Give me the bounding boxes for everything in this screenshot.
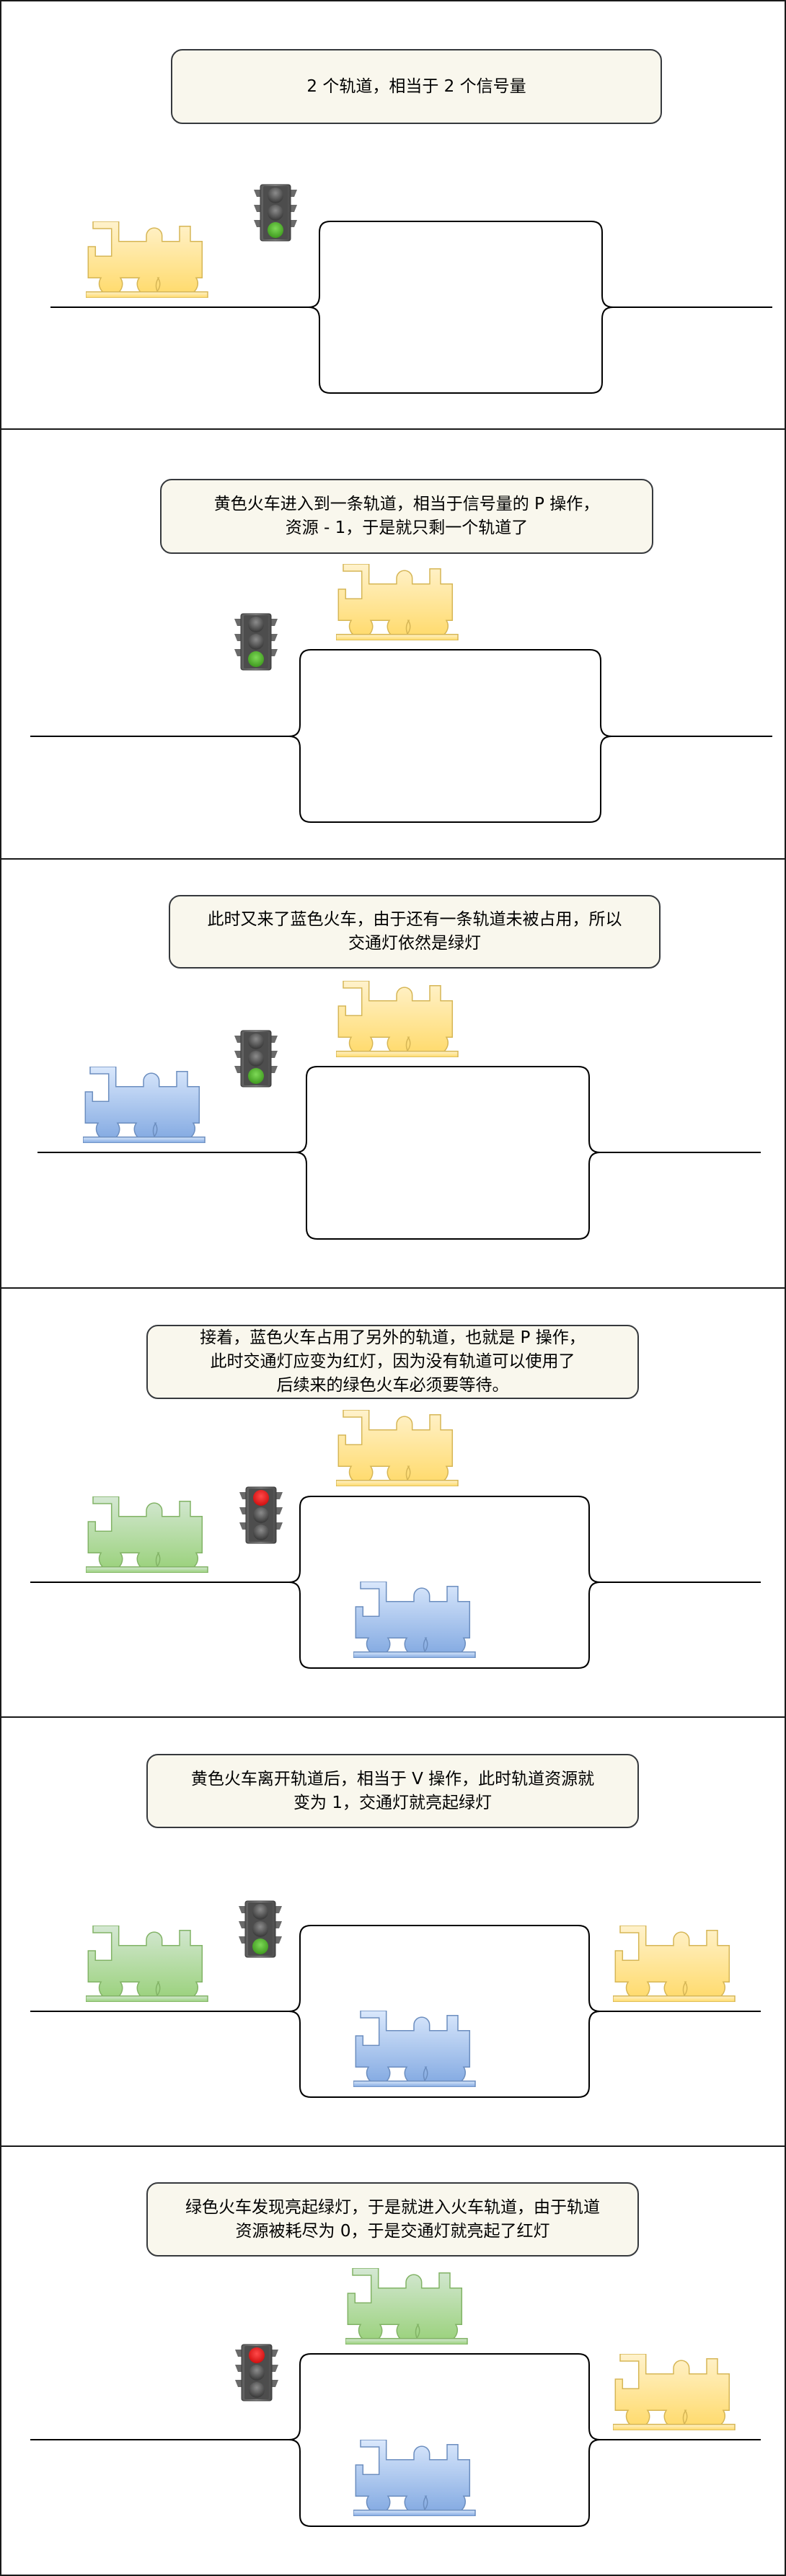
panel-divider	[0, 428, 786, 430]
track-network	[50, 221, 772, 394]
track-network	[30, 1496, 761, 1669]
caption-box: 接着，蓝色火车占用了另外的轨道，也就是 P 操作， 此时交通灯应变为红灯，因为没…	[146, 1325, 639, 1399]
caption-text: 黄色火车离开轨道后，相当于 V 操作，此时轨道资源就 变为 1，交通灯就亮起绿灯	[190, 1769, 595, 1812]
track-scene	[30, 649, 772, 823]
panel-divider	[0, 1716, 786, 1718]
panel-1: 2 个轨道，相当于 2 个信号量	[0, 0, 786, 430]
track-network	[30, 649, 772, 823]
caption-text: 接着，蓝色火车占用了另外的轨道，也就是 P 操作， 此时交通灯应变为红灯，因为没…	[200, 1328, 586, 1395]
caption-box: 2 个轨道，相当于 2 个信号量	[171, 49, 662, 124]
caption-text: 黄色火车进入到一条轨道，相当于信号量的 P 操作， 资源 - 1，于是就只剩一个…	[213, 495, 600, 537]
track-scene	[30, 2353, 761, 2527]
caption-box: 黄色火车进入到一条轨道，相当于信号量的 P 操作， 资源 - 1，于是就只剩一个…	[160, 479, 653, 554]
panel-2: 黄色火车进入到一条轨道，相当于信号量的 P 操作， 资源 - 1，于是就只剩一个…	[0, 430, 786, 859]
panel-4: 接着，蓝色火车占用了另外的轨道，也就是 P 操作， 此时交通灯应变为红灯，因为没…	[0, 1289, 786, 1717]
panel-6: 绿色火车发现亮起绿灯，于是就进入火车轨道，由于轨道 资源被耗尽为 0，于是交通灯…	[0, 2147, 786, 2575]
track-network	[37, 1066, 761, 1240]
caption-text: 绿色火车发现亮起绿灯，于是就进入火车轨道，由于轨道 资源被耗尽为 0，于是交通灯…	[185, 2197, 600, 2241]
track-scene	[37, 1066, 761, 1240]
caption-box: 黄色火车离开轨道后，相当于 V 操作，此时轨道资源就 变为 1，交通灯就亮起绿灯	[146, 1754, 639, 1828]
panel-divider	[0, 858, 786, 860]
track-scene	[30, 1496, 761, 1669]
panel-3: 此时又来了蓝色火车，由于还有一条轨道未被占用，所以 交通灯依然是绿灯	[0, 860, 786, 1288]
track-network	[30, 2353, 761, 2527]
track-network	[30, 1925, 761, 2098]
panel-5: 黄色火车离开轨道后，相当于 V 操作，此时轨道资源就 变为 1，交通灯就亮起绿灯	[0, 1718, 786, 2146]
track-scene	[50, 221, 772, 394]
caption-text: 2 个轨道，相当于 2 个信号量	[306, 76, 526, 96]
panel-divider	[0, 2145, 786, 2147]
caption-text: 此时又来了蓝色火车，由于还有一条轨道未被占用，所以 交通灯依然是绿灯	[207, 910, 622, 953]
panel-divider	[0, 1287, 786, 1289]
caption-box: 此时又来了蓝色火车，由于还有一条轨道未被占用，所以 交通灯依然是绿灯	[169, 895, 661, 969]
track-scene	[30, 1925, 761, 2098]
caption-box: 绿色火车发现亮起绿灯，于是就进入火车轨道，由于轨道 资源被耗尽为 0，于是交通灯…	[146, 2182, 639, 2257]
